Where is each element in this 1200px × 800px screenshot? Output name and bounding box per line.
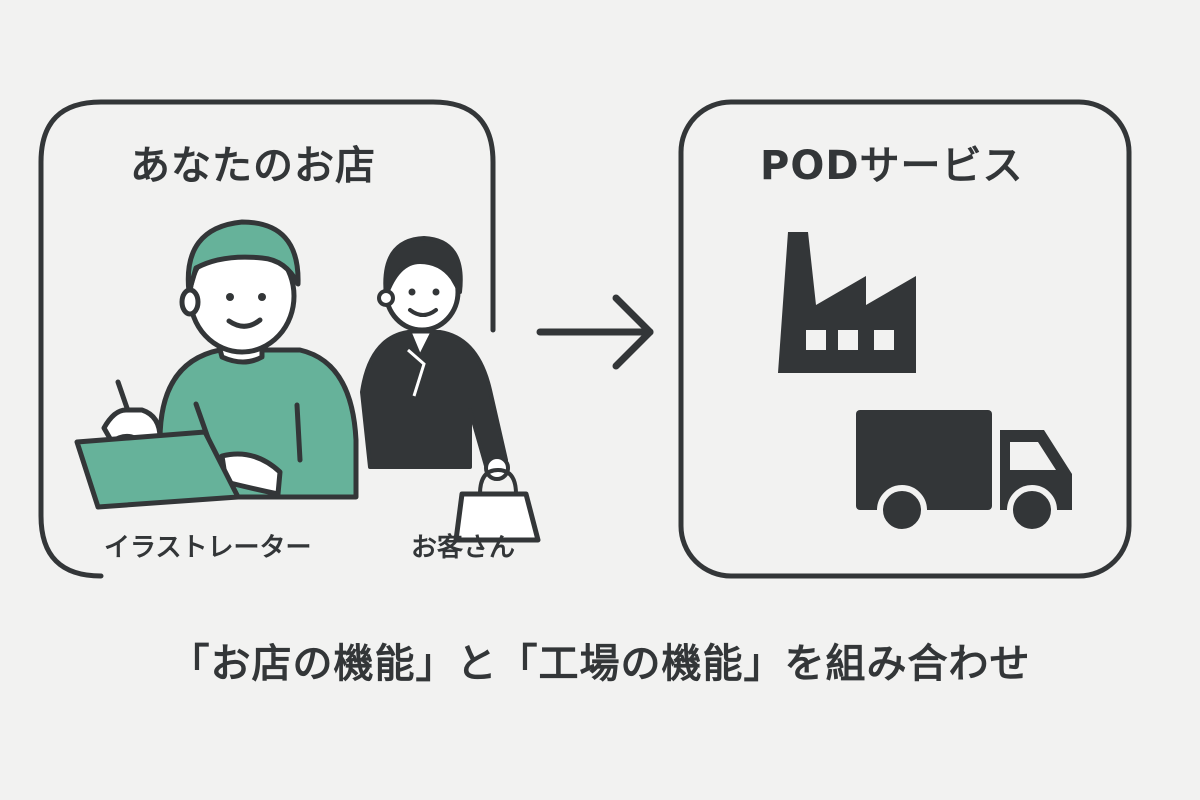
factory-icon <box>778 232 916 373</box>
illustrator-label: イラストレーター <box>104 533 312 563</box>
tablet-icon <box>74 429 241 510</box>
right-arrow-icon <box>536 294 654 370</box>
shopping-bag-icon <box>453 467 541 543</box>
truck-icon <box>856 410 1072 535</box>
shop-frame <box>38 99 496 579</box>
customer-person-icon <box>360 236 510 481</box>
diagram-caption: 「お店の機能」と「工場の機能」を組み合わせ <box>169 641 1031 687</box>
pod-frame <box>678 99 1132 579</box>
customer-label: お客さん <box>411 533 516 563</box>
pod-service-title: PODサービス <box>760 143 1024 189</box>
shop-title: あなたのお店 <box>130 143 376 189</box>
